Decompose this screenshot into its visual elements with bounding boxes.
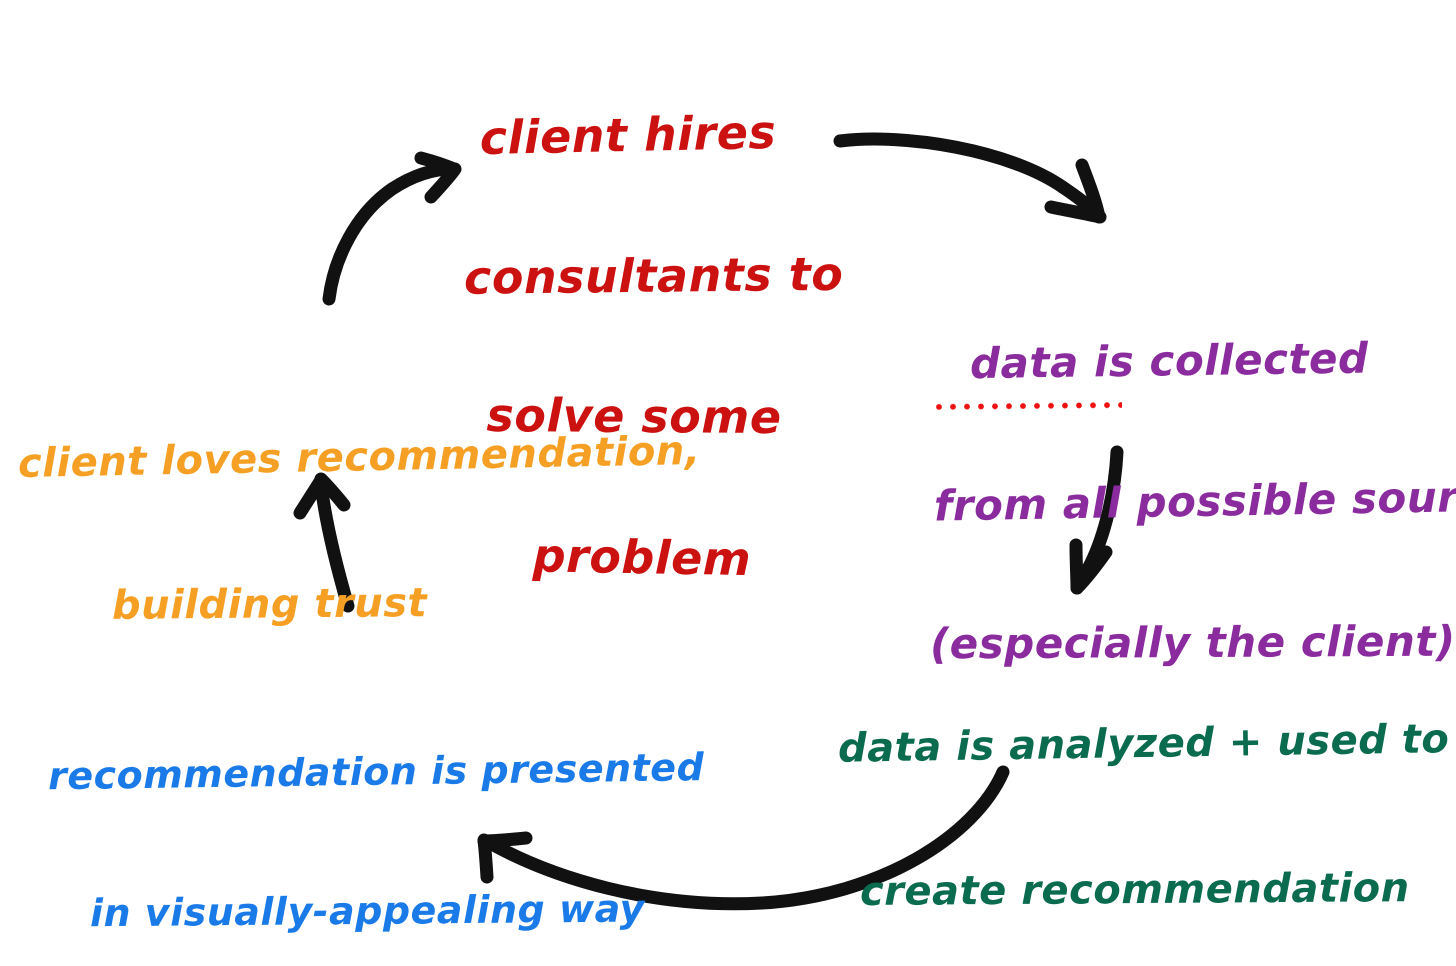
node-client-hires-line-1: client hires [479, 104, 777, 165]
node-data-collected-line-1: data is collected [969, 333, 1369, 389]
node-client-hires-line-2: consultants to [463, 246, 844, 305]
node-recommendation-presented-line-2: in visually-appealing way [89, 886, 646, 936]
node-client-loves-line-2: building trust [111, 580, 428, 629]
node-data-analyzed-line-2: create recommendation [859, 865, 1410, 915]
node-recommendation-presented-line-1: recommendation is presented [47, 744, 705, 798]
node-data-analyzed-line-1: data is analyzed + used to [837, 715, 1450, 772]
arrow-loves-to-hire [322, 151, 462, 306]
node-client-loves[interactable]: client loves recommendation, building tr… [12, 336, 701, 726]
arrow-hire-to-collect [833, 132, 1107, 224]
node-data-collected-line-2: from all possible sources [933, 471, 1456, 531]
node-data-analyzed[interactable]: data is analyzed + used to create recomm… [832, 622, 1452, 966]
node-client-loves-line-1: client loves recommendation, [17, 427, 701, 487]
